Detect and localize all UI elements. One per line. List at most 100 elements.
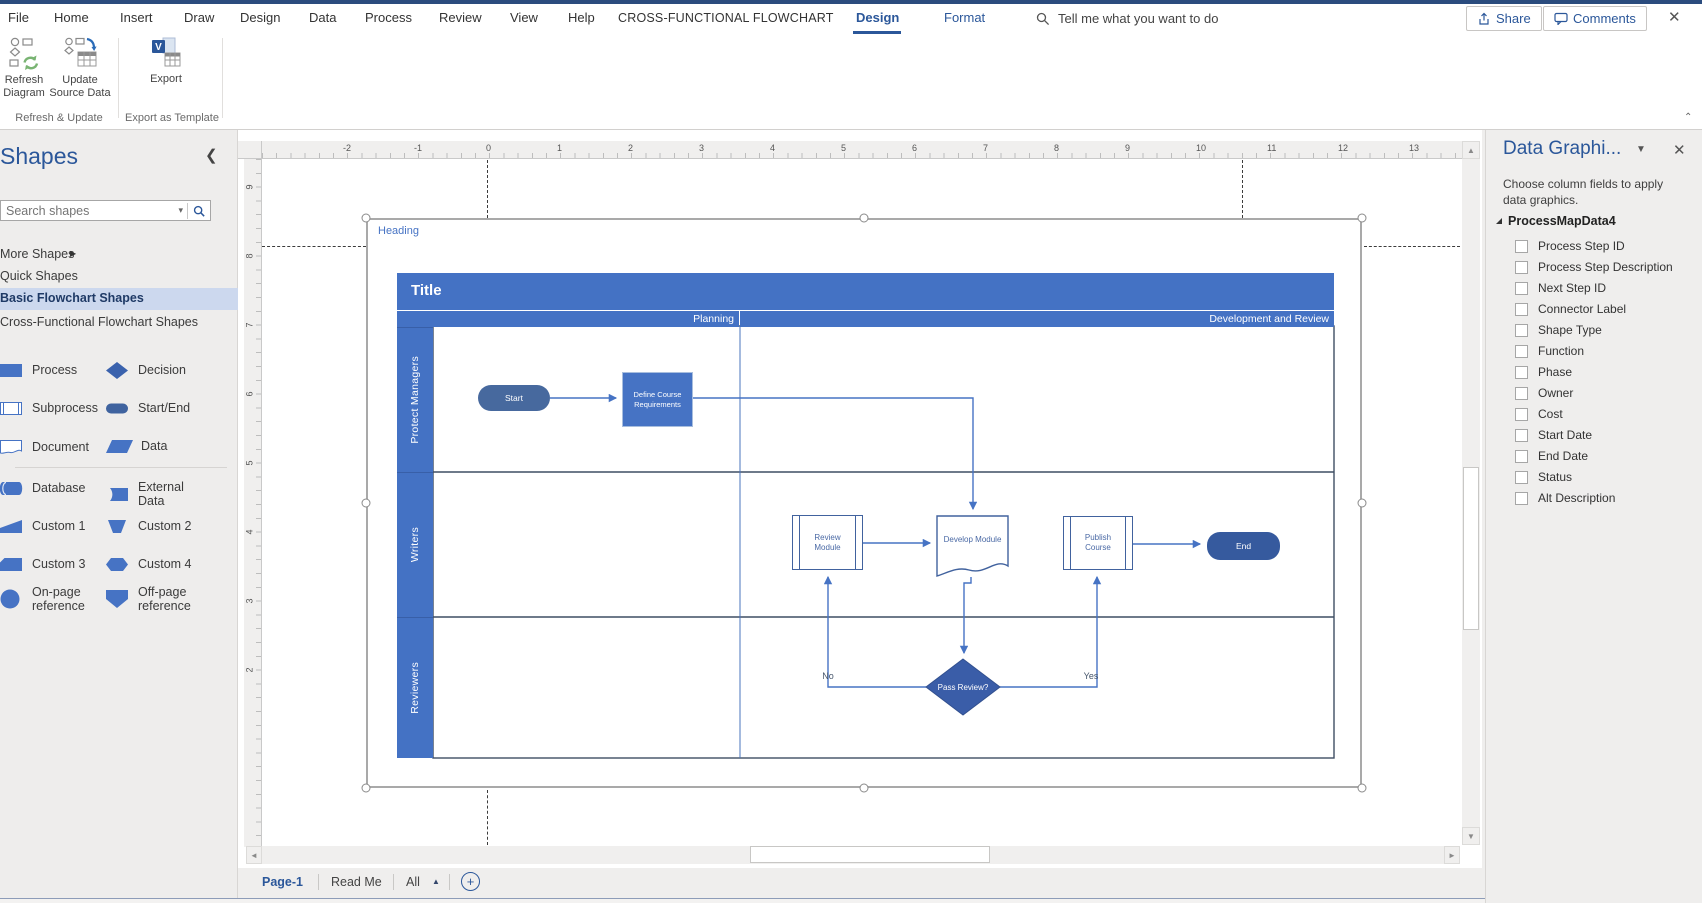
shape-gallery-item[interactable]: Off-page reference (106, 585, 212, 614)
stencil-basic-flowchart[interactable]: Basic Flowchart Shapes (0, 291, 144, 305)
stencil-cross-functional[interactable]: Cross-Functional Flowchart Shapes (0, 315, 198, 329)
menu-file[interactable]: File (8, 10, 29, 25)
selection-handle[interactable] (859, 213, 869, 223)
shape-gallery-item[interactable]: External Data (106, 480, 212, 509)
checkbox[interactable] (1515, 407, 1528, 421)
start-end-shape-icon-item[interactable]: Start/End (106, 400, 212, 417)
tab-ctx-format[interactable]: Format (944, 10, 986, 25)
field-next-step-id[interactable]: Next Step ID (1515, 281, 1606, 295)
checkbox[interactable] (1515, 323, 1528, 337)
define-course-requirements-shape[interactable]: Define Course Requirements (622, 372, 693, 427)
update-source-data-button[interactable]: Update Source Data (46, 37, 114, 100)
collapse-ribbon-icon[interactable]: ⌃ (1684, 112, 1693, 123)
scroll-left-icon[interactable]: ◄ (246, 846, 262, 864)
shape-gallery-item[interactable]: Database (0, 480, 106, 497)
develop-module-shape[interactable] (936, 515, 1009, 577)
close-panel-icon[interactable]: ✕ (1673, 142, 1686, 159)
heading-label[interactable]: Heading (378, 225, 419, 237)
menu-design[interactable]: Design (240, 10, 281, 25)
publish-course-shape[interactable]: Publish Course (1063, 516, 1133, 570)
field-cost[interactable]: Cost (1515, 407, 1563, 421)
export-button[interactable]: V Export (136, 37, 196, 86)
checkbox[interactable] (1515, 302, 1528, 316)
checkbox[interactable] (1515, 344, 1528, 358)
horizontal-scrollbar-thumb[interactable] (750, 846, 990, 863)
phase-development-review[interactable]: Development and Review (740, 311, 1334, 327)
selection-handle[interactable] (361, 783, 371, 793)
checkbox[interactable] (1515, 239, 1528, 253)
tab-page-1[interactable]: Page-1 (262, 875, 303, 889)
selection-handle[interactable] (361, 498, 371, 508)
review-module-shape[interactable]: Review Module (792, 515, 863, 570)
drawing-canvas[interactable]: -2 -1 0 1 2 3 4 5 6 7 8 9 10 11 12 13 9 … (238, 130, 1482, 868)
tab-read-me[interactable]: Read Me (331, 875, 382, 889)
scroll-right-icon[interactable]: ► (1444, 846, 1460, 864)
share-button[interactable]: Share (1466, 6, 1542, 31)
field-shape-type[interactable]: Shape Type (1515, 323, 1602, 337)
selection-handle[interactable] (1357, 213, 1367, 223)
close-icon[interactable]: ✕ (1668, 9, 1681, 26)
checkbox[interactable] (1515, 449, 1528, 463)
menu-view[interactable]: View (510, 10, 538, 25)
field-function[interactable]: Function (1515, 344, 1584, 358)
field-start-date[interactable]: Start Date (1515, 428, 1592, 442)
quick-shapes-link[interactable]: Quick Shapes (0, 269, 78, 283)
selection-handle[interactable] (1357, 498, 1367, 508)
selection-handle[interactable] (361, 213, 371, 223)
chevron-down-icon[interactable]: ▾ (178, 205, 183, 215)
selection-handle[interactable] (859, 783, 869, 793)
lane-writers[interactable]: Writers (397, 472, 433, 617)
tell-me-search[interactable]: Tell me what you want to do (1058, 11, 1219, 26)
pass-review-shape[interactable] (925, 658, 1001, 716)
shape-gallery-item[interactable]: Custom 3 (0, 556, 106, 573)
field-status[interactable]: Status (1515, 470, 1572, 484)
field-owner[interactable]: Owner (1515, 386, 1573, 400)
search-shapes-input[interactable] (1, 203, 175, 218)
start-shape[interactable]: Start (478, 385, 550, 411)
field-connector-label[interactable]: Connector Label (1515, 302, 1626, 316)
search-go-icon[interactable] (187, 202, 210, 219)
lane-reviewers[interactable]: Reviewers (397, 617, 433, 758)
collapse-panel-icon[interactable]: ❮ (205, 147, 218, 164)
checkbox[interactable] (1515, 491, 1528, 505)
comments-button[interactable]: Comments (1543, 6, 1647, 31)
checkbox[interactable] (1515, 386, 1528, 400)
field-process-step-id[interactable]: Process Step ID (1515, 239, 1625, 253)
shape-gallery-item[interactable]: Custom 2 (106, 518, 212, 535)
checkbox[interactable] (1515, 281, 1528, 295)
field-phase[interactable]: Phase (1515, 365, 1572, 379)
refresh-diagram-button[interactable]: Refresh Diagram (2, 37, 46, 100)
shape-gallery-item[interactable]: Decision (106, 362, 212, 379)
menu-insert[interactable]: Insert (120, 10, 153, 25)
more-shapes-link[interactable]: More Shapes (0, 247, 75, 261)
shape-gallery-item[interactable]: Custom 4 (106, 556, 212, 573)
flowchart-title-band[interactable]: Title (397, 273, 1334, 310)
vertical-scrollbar-thumb[interactable] (1463, 467, 1479, 630)
chevron-up-icon[interactable]: ▲ (432, 877, 440, 886)
shape-gallery-item[interactable]: Custom 1 (0, 518, 106, 535)
menu-draw[interactable]: Draw (184, 10, 215, 25)
menu-review[interactable]: Review (439, 10, 482, 25)
shape-gallery-item[interactable]: Subprocess (0, 400, 106, 417)
checkbox[interactable] (1515, 260, 1528, 274)
shape-gallery-item[interactable]: Document (0, 438, 106, 456)
scroll-up-icon[interactable]: ▲ (1462, 141, 1480, 159)
checkbox[interactable] (1515, 470, 1528, 484)
field-process-step-description[interactable]: Process Step Description (1515, 260, 1673, 274)
chevron-down-icon[interactable]: ▼ (1636, 144, 1646, 155)
selection-handle[interactable] (1357, 783, 1367, 793)
add-page-button[interactable]: + (461, 872, 480, 891)
end-shape[interactable]: End (1207, 532, 1280, 560)
dataset-tree-node[interactable]: ProcessMapData4 (1496, 214, 1616, 228)
menu-home[interactable]: Home (54, 10, 89, 25)
field-alt-description[interactable]: Alt Description (1515, 491, 1615, 505)
phase-planning[interactable]: Planning (397, 311, 739, 327)
tab-ctx-design[interactable]: Design (856, 10, 900, 25)
menu-help[interactable]: Help (568, 10, 595, 25)
shape-gallery-item[interactable]: Process (0, 362, 106, 379)
shape-gallery-item[interactable]: On-page reference (0, 585, 106, 614)
checkbox[interactable] (1515, 365, 1528, 379)
field-end-date[interactable]: End Date (1515, 449, 1588, 463)
menu-data[interactable]: Data (309, 10, 337, 25)
shape-gallery-item[interactable]: Data (106, 438, 212, 455)
